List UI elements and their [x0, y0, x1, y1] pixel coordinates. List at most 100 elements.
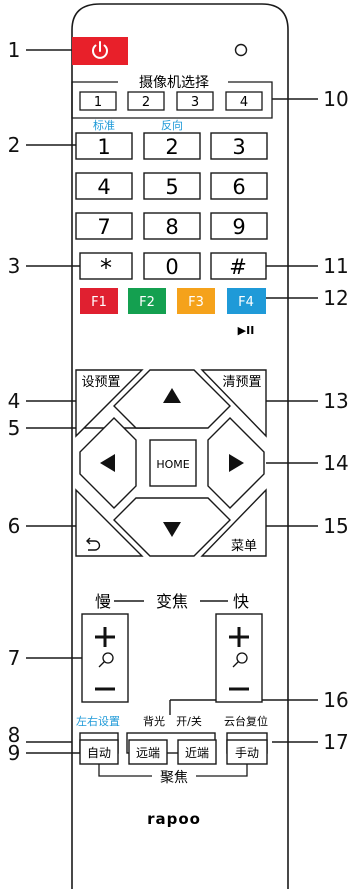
camera-button-1[interactable]: 1	[79, 91, 117, 111]
focus-near-label: 近端	[185, 746, 209, 760]
callout-7: 7	[8, 646, 21, 670]
brand-logo: rapoo	[147, 810, 201, 828]
callout-9: 9	[8, 741, 21, 765]
ptz-reset-label: 云台复位	[224, 714, 268, 728]
preset-set-label: 设预置	[81, 375, 120, 390]
f1-label: F1	[91, 295, 107, 310]
key-0[interactable]: 0	[143, 252, 201, 280]
camera-button-2[interactable]: 2	[127, 91, 165, 111]
camera-select-group: 摄像机选择	[71, 75, 273, 119]
callout-6: 6	[8, 514, 21, 538]
magnifier-icon	[232, 652, 248, 668]
key-star-label: *	[100, 254, 112, 282]
key-6-label: 6	[232, 175, 245, 199]
focus-near-button[interactable]: 近端	[177, 739, 217, 765]
home-button[interactable]	[149, 439, 197, 487]
f1-button[interactable]: F1	[80, 288, 118, 314]
key-3-label: 3	[232, 135, 245, 159]
arrow-up-icon	[163, 388, 181, 403]
key-2-label: 2	[165, 135, 178, 159]
function-keys: F1 F2 F3 F4	[80, 288, 266, 314]
camera-select-title: 摄像机选择	[139, 75, 209, 91]
arrow-down-icon	[163, 522, 181, 537]
callout-1: 1	[8, 38, 21, 62]
f2-button[interactable]: F2	[128, 288, 166, 314]
key-6[interactable]: 6	[210, 172, 268, 200]
key-3[interactable]: 3	[210, 132, 268, 160]
zoom-fast-plus-icon	[229, 627, 249, 647]
callout-2: 2	[8, 133, 21, 157]
key-8[interactable]: 8	[143, 212, 201, 240]
f3-label: F3	[188, 295, 204, 310]
lr-setting-label: 左右设置	[76, 714, 120, 728]
power-icon	[92, 41, 108, 59]
callout-10: 10	[323, 87, 348, 111]
key-9-label: 9	[232, 215, 245, 239]
camera-button-1-label: 1	[94, 95, 102, 110]
camera-button-2-label: 2	[142, 95, 150, 110]
key-7[interactable]: 7	[75, 212, 133, 240]
back-button[interactable]	[75, 488, 144, 557]
callout-4: 4	[8, 389, 21, 413]
key-1-label: 1	[97, 135, 110, 159]
keypad-label-normal: 标准	[93, 118, 115, 132]
key-hash[interactable]: #	[210, 252, 267, 280]
key-4[interactable]: 4	[75, 172, 133, 200]
callout-15: 15	[323, 514, 348, 538]
menu-label: 菜单	[231, 539, 257, 554]
key-2[interactable]: 2	[143, 132, 201, 160]
f3-button[interactable]: F3	[177, 288, 215, 314]
focus-auto-label: 自动	[87, 746, 111, 760]
f4-button[interactable]: F4	[227, 288, 266, 314]
focus-auto-button[interactable]: 自动	[79, 739, 119, 765]
preset-set-button[interactable]	[75, 369, 144, 438]
arrow-left-icon	[100, 454, 115, 472]
arrow-right-icon	[229, 454, 244, 472]
callout-3: 3	[8, 254, 21, 278]
indicator-light-icon	[234, 43, 248, 57]
focus-bracket	[98, 764, 248, 777]
play-pause-icon: ▶II	[238, 324, 255, 337]
zoom-fast-rocker[interactable]	[215, 613, 263, 703]
focus-far-button[interactable]: 远端	[128, 739, 168, 765]
callout-numbers: 1 2 3 4 5 6 7 8 9 10 11 12 13 14 15 16 1…	[8, 38, 349, 765]
backlight-onoff-label: 开/关	[176, 714, 202, 728]
focus-manual-button[interactable]: 手动	[226, 739, 268, 765]
key-5[interactable]: 5	[143, 172, 201, 200]
zoom-fast-label: 快	[233, 592, 249, 611]
focus-label: 聚焦	[160, 770, 188, 786]
key-9[interactable]: 9	[210, 212, 268, 240]
key-star[interactable]: *	[79, 252, 133, 282]
camera-button-4[interactable]: 4	[225, 91, 263, 111]
back-arrow-icon	[86, 537, 101, 551]
callout-13: 13	[323, 389, 348, 413]
home-label: HOME	[156, 458, 189, 471]
zoom-slow-rocker[interactable]	[81, 613, 129, 703]
left-callout-lines	[26, 49, 150, 754]
f2-label: F2	[139, 295, 155, 310]
menu-button[interactable]	[200, 488, 267, 557]
keypad-label-reverse: 反向	[161, 118, 183, 132]
key-0-label: 0	[165, 255, 178, 279]
keypad: 1 2 3 4 5 6 7 8 9 * 0 #	[75, 132, 268, 282]
power-button[interactable]	[72, 37, 128, 65]
camera-button-3-label: 3	[191, 95, 199, 110]
preset-clear-label: 清预置	[222, 375, 261, 390]
preset-clear-button[interactable]	[200, 369, 267, 438]
key-4-label: 4	[97, 175, 110, 199]
key-5-label: 5	[165, 175, 178, 199]
callout-5: 5	[8, 416, 21, 440]
key-8-label: 8	[165, 215, 178, 239]
callout-14: 14	[323, 451, 348, 475]
camera-button-4-label: 4	[240, 95, 248, 110]
focus-manual-label: 手动	[235, 746, 259, 760]
magnifier-icon	[98, 652, 114, 668]
key-1[interactable]: 1	[75, 132, 133, 160]
zoom-slow-plus-icon	[95, 627, 115, 647]
callout-17: 17	[323, 730, 348, 754]
zoom-title: 变焦	[156, 592, 188, 611]
zoom-slow-label: 慢	[95, 592, 111, 611]
camera-button-3[interactable]: 3	[176, 91, 214, 111]
